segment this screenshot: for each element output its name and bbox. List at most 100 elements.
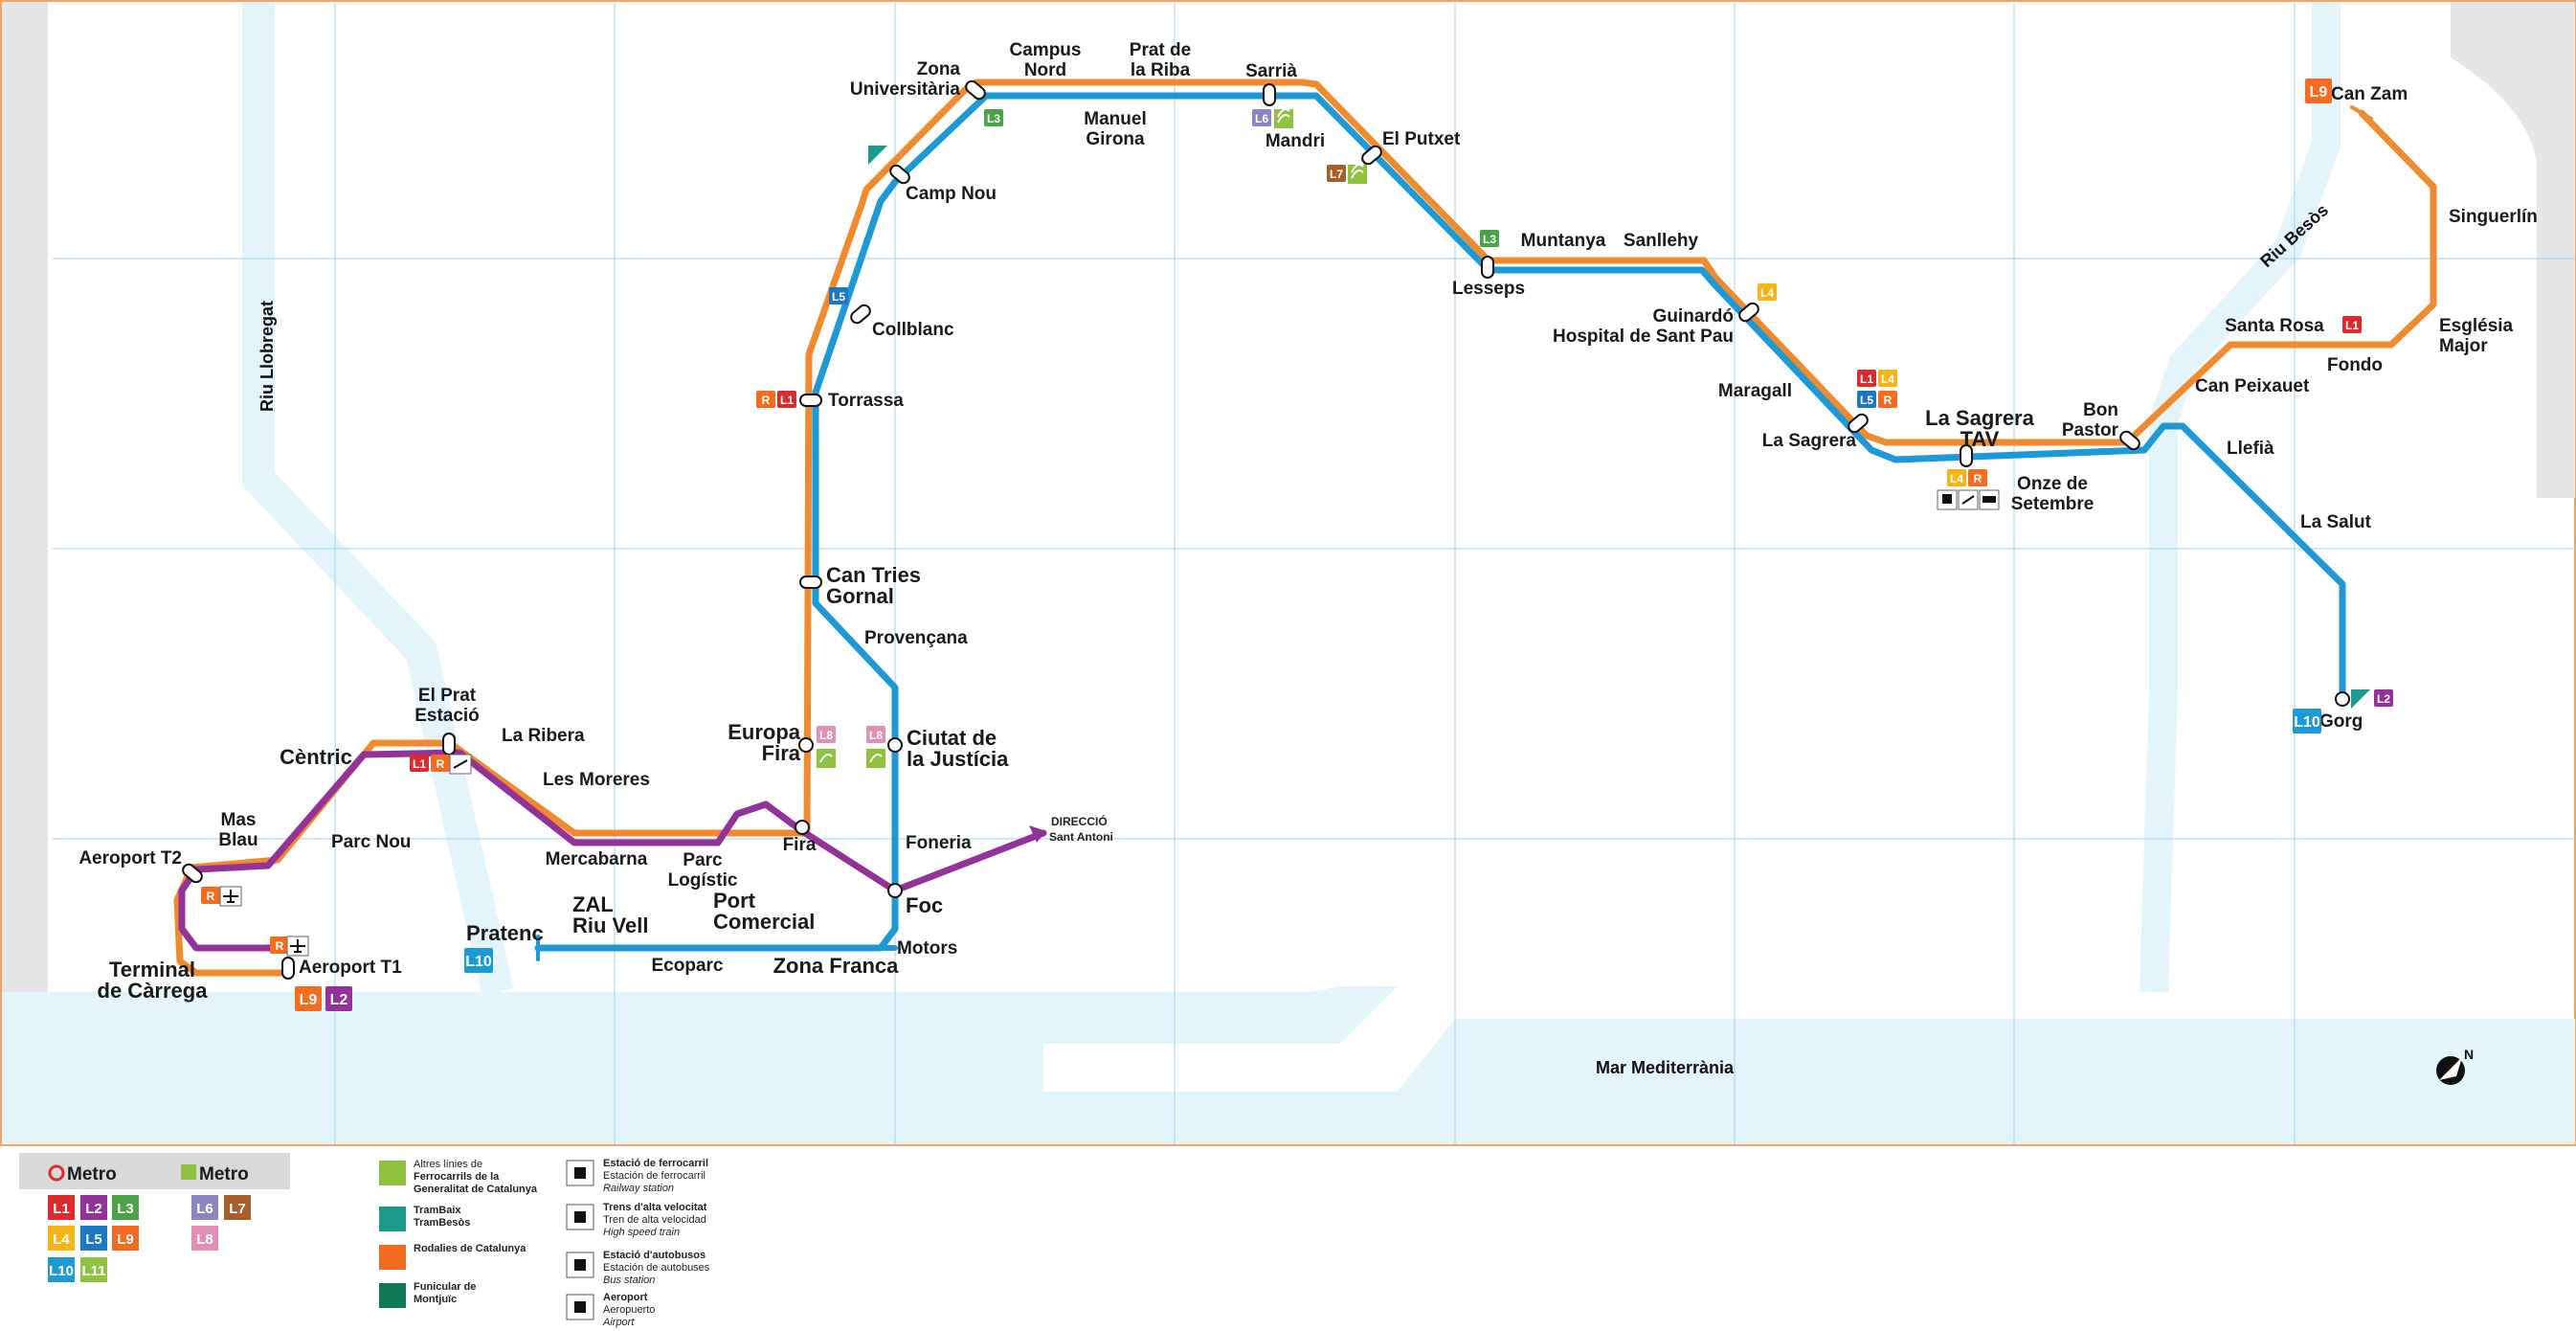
station-la-salut[interactable]: La Salut — [2300, 512, 2372, 532]
station-gorg[interactable]: Gorg — [2319, 711, 2363, 732]
station-can-peixauet[interactable]: Can Peixauet — [2195, 376, 2310, 396]
station-label-line: La Ribera — [502, 726, 585, 746]
station-collblanc[interactable]: Collblanc — [872, 320, 954, 340]
badge-text: L3 — [1483, 233, 1496, 246]
station-provenca[interactable]: Provençana — [864, 628, 968, 648]
land-east — [2451, 2, 2575, 498]
station-label-line: Foneria — [906, 833, 972, 853]
station-fondo[interactable]: Fondo — [2327, 355, 2383, 375]
badge-text: L8 — [869, 729, 883, 742]
station-label-line: Port — [713, 889, 756, 913]
station-motors[interactable]: Motors — [897, 938, 957, 959]
legend-text: Bus station — [603, 1275, 655, 1286]
station-label-line: El Putxet — [1382, 129, 1461, 149]
line-badge-r: R — [756, 391, 775, 408]
grid — [53, 2, 2575, 1144]
badge-text: L8 — [819, 729, 833, 742]
legend-badge-text: L2 — [85, 1201, 102, 1217]
station-les-moreres[interactable]: Les Moreres — [543, 770, 650, 790]
station-foneria[interactable]: Foneria — [906, 833, 972, 853]
station-label-line: Església — [2439, 316, 2514, 336]
station-maragall[interactable]: Maragall — [1718, 381, 1792, 401]
line-l2 — [178, 749, 1047, 952]
station-zona-franca[interactable]: Zona Franca — [773, 954, 900, 978]
metro-lines — [173, 79, 2437, 977]
legend-metro1-title: Metro — [67, 1164, 117, 1184]
station-sanllehy[interactable]: Sanllehy — [1624, 231, 1699, 251]
station-aeroport-t2[interactable]: Aeroport T2 — [78, 848, 182, 869]
station-can-zam[interactable]: Can Zam — [2331, 84, 2408, 104]
station-parc-nou[interactable]: Parc Nou — [331, 832, 411, 852]
station-pratenc[interactable]: Pratenc — [466, 921, 544, 945]
station-mandri[interactable]: Mandri — [1266, 131, 1325, 151]
legend-text: TramBesòs — [414, 1217, 470, 1229]
station-label-line: Universitària — [850, 79, 961, 100]
station-muntanya[interactable]: Muntanya — [1521, 231, 1606, 251]
station-torrassa[interactable]: Torrassa — [828, 391, 904, 411]
legend-badge-l9: L9 — [112, 1226, 139, 1251]
station-la-ribera[interactable]: La Ribera — [502, 726, 585, 746]
station-la-sagrera[interactable]: La Sagrera — [1762, 431, 1857, 451]
station-label-line: La Sagrera — [1762, 431, 1857, 451]
station-label-line: Zona Franca — [773, 954, 900, 978]
station-fira[interactable]: Fira — [783, 835, 817, 855]
station-label-line: Girona — [1086, 129, 1145, 149]
station-label-line: Gorg — [2319, 711, 2363, 732]
badge-text: L5 — [1860, 394, 1873, 407]
legend-badge-l3: L3 — [112, 1195, 139, 1220]
badge-text: L7 — [1330, 168, 1343, 181]
station-aeroport-t1[interactable]: Aeroport T1 — [299, 958, 402, 978]
line-badge-r: R — [431, 755, 450, 772]
badge-text: L4 — [1881, 372, 1894, 386]
fgc-metro-icon — [181, 1164, 196, 1180]
service-icons — [219, 108, 2370, 957]
station-centric[interactable]: Cèntric — [280, 745, 352, 769]
station-camp-nou[interactable]: Camp Nou — [906, 184, 997, 204]
legend-badge-text: L10 — [49, 1263, 74, 1279]
station-label-line: Mas — [221, 810, 257, 830]
line-badge-l5: L5 — [1857, 391, 1876, 408]
legend-metro2-title: Metro — [199, 1164, 249, 1184]
fgc-icon — [817, 749, 836, 768]
station-lesseps[interactable]: Lesseps — [1452, 279, 1525, 299]
station-singuerlin[interactable]: Singuerlín — [2449, 207, 2538, 227]
station-santa-rosa[interactable]: Santa Rosa — [2225, 316, 2324, 336]
line-l9-south — [173, 739, 811, 977]
legend-rodalies: Rodalies de Catalunya — [379, 1243, 526, 1270]
line-badge-l4: L4 — [1878, 370, 1897, 387]
station-ecoparc[interactable]: Ecoparc — [652, 956, 724, 976]
station-sarria[interactable]: Sarrià — [1245, 61, 1297, 81]
station-label-line: Guinardó — [1653, 306, 1734, 327]
station-mercabarna[interactable]: Mercabarna — [546, 849, 648, 869]
line-badge-l1: L1 — [410, 755, 429, 772]
station-label-line: La Salut — [2300, 512, 2372, 532]
station-llefia[interactable]: Llefià — [2227, 439, 2274, 459]
station-foc[interactable]: Foc — [906, 893, 943, 917]
badge-text: L10 — [2294, 714, 2320, 731]
line-badge-l10: L10 — [2293, 709, 2321, 733]
station-el-putxet[interactable]: El Putxet — [1382, 129, 1461, 149]
line-badge-l4: L4 — [1758, 283, 1777, 301]
